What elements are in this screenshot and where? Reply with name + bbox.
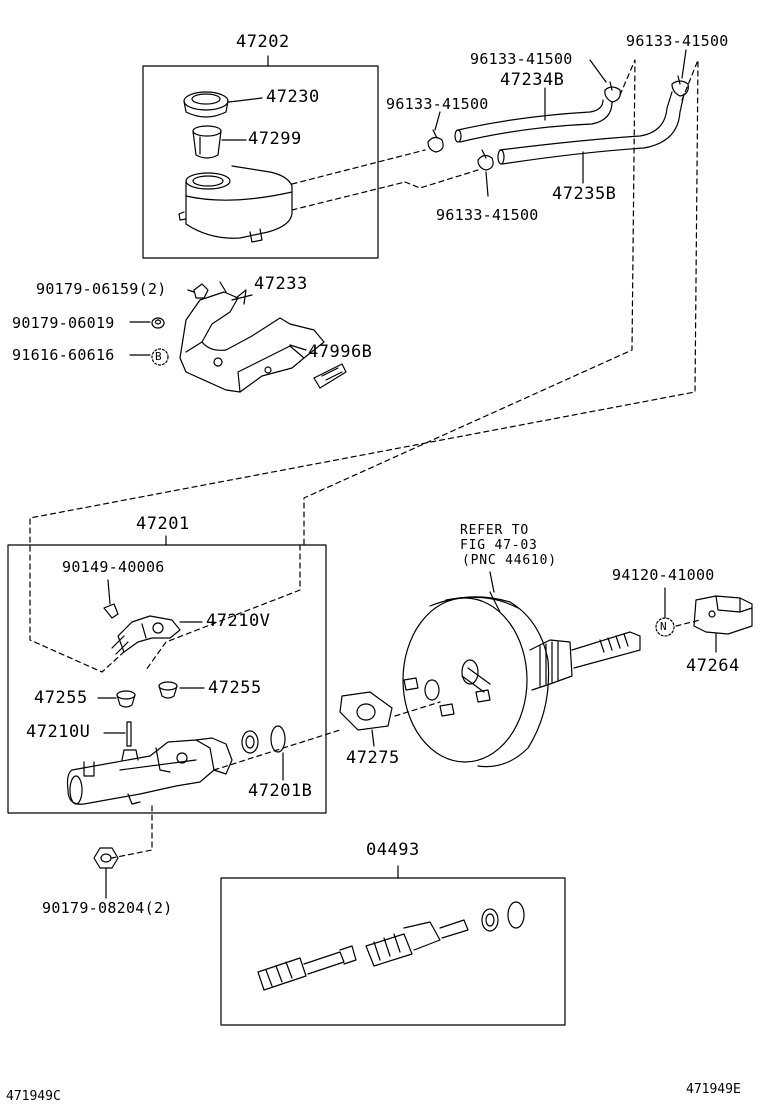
gasket-47275-part[interactable]: [339, 691, 393, 731]
master-cylinder-group-box: [7, 544, 327, 814]
label-04493[interactable]: 04493: [366, 840, 420, 860]
label-47202[interactable]: 47202: [236, 32, 290, 52]
hose-clip-c-part[interactable]: [604, 81, 621, 103]
bracket-47233-part[interactable]: [179, 281, 325, 393]
leader-96133-a: [589, 59, 607, 83]
leader-47230: [228, 97, 263, 103]
seal-47201b-part[interactable]: [241, 725, 286, 754]
leader-90179-06159: [187, 289, 195, 293]
refer-line-3: (PNC 44610): [462, 553, 557, 568]
brake-booster-part[interactable]: [402, 591, 641, 768]
grommet-47255-b-part[interactable]: [158, 681, 178, 699]
reservoir-cap-part[interactable]: [183, 91, 229, 118]
b-marker-circle: [151, 348, 169, 366]
label-90149-40006[interactable]: 90149-40006: [62, 558, 165, 576]
dashed-connectors-top: [29, 59, 699, 673]
strainer-part[interactable]: [192, 125, 222, 159]
hose-clip-a-part[interactable]: [427, 129, 444, 153]
secondary-piston-part[interactable]: [257, 945, 357, 991]
label-47201[interactable]: 47201: [136, 514, 190, 534]
label-90179-08204[interactable]: 90179-08204(2): [42, 899, 173, 917]
label-47234b[interactable]: 47234B: [500, 70, 565, 90]
leader-47275: [371, 729, 375, 747]
nut-90179-08204-part[interactable]: [93, 847, 119, 869]
hose-47234b-part[interactable]: [454, 99, 613, 143]
label-47299[interactable]: 47299: [248, 129, 302, 149]
refer-line-2: FIG 47-03: [460, 538, 538, 553]
label-47235b[interactable]: 47235B: [552, 184, 617, 204]
master-cylinder-part[interactable]: [66, 737, 233, 805]
footer-diagram-id-left: 471949C: [6, 1089, 61, 1104]
label-47230[interactable]: 47230: [266, 87, 320, 107]
label-47264[interactable]: 47264: [686, 656, 740, 676]
label-47233[interactable]: 47233: [254, 274, 308, 294]
leader-47233: [231, 294, 253, 301]
label-94120-41000[interactable]: 94120-41000: [612, 566, 715, 584]
hose-clip-b-part[interactable]: [477, 149, 494, 171]
label-47996b[interactable]: 47996B: [308, 342, 373, 362]
n-marker: N: [660, 620, 668, 633]
hose-47235b-part[interactable]: [497, 91, 685, 165]
bracket-47996b-part[interactable]: [313, 363, 347, 389]
label-47255-a[interactable]: 47255: [34, 688, 88, 708]
union-47210v-part[interactable]: [111, 615, 181, 655]
leader-refer: [489, 571, 495, 593]
label-47255-b[interactable]: 47255: [208, 678, 262, 698]
leader-96133-d: [485, 171, 489, 197]
footer-diagram-id-right: 471949E: [686, 1082, 741, 1097]
pin-47210u-part[interactable]: [126, 721, 132, 747]
nut-90179-06019-part[interactable]: [151, 317, 165, 329]
refer-line-1: REFER TO: [460, 523, 530, 538]
b-marker: B: [155, 350, 163, 363]
reservoir-tank-part[interactable]: [178, 165, 293, 243]
bolt-90179-06159-part[interactable]: [193, 283, 209, 299]
leader-96133-c: [434, 111, 441, 131]
label-96133-41500-c[interactable]: 96133-41500: [386, 95, 489, 113]
label-96133-41500-a[interactable]: 96133-41500: [470, 50, 573, 68]
label-96133-41500-d[interactable]: 96133-41500: [436, 206, 539, 224]
leader-90149-40006: [107, 579, 111, 605]
label-96133-41500-b[interactable]: 96133-41500: [626, 32, 729, 50]
reservoir-group-box: [142, 65, 379, 259]
leader-96133-b: [681, 49, 687, 79]
label-47210v[interactable]: 47210V: [206, 611, 271, 631]
repair-kit-seal-part[interactable]: [481, 901, 525, 932]
leader-47996b: [289, 344, 307, 351]
label-91616-60616[interactable]: 91616-60616: [12, 346, 115, 364]
n-marker-circle: [655, 617, 675, 637]
screw-90149-40006-part[interactable]: [103, 603, 119, 619]
label-47201b[interactable]: 47201B: [248, 781, 313, 801]
label-90179-06019[interactable]: 90179-06019: [12, 314, 115, 332]
label-47275[interactable]: 47275: [346, 748, 400, 768]
clevis-47264-part[interactable]: [693, 595, 753, 635]
dashed-connectors-mid: [111, 619, 701, 859]
primary-piston-part[interactable]: [365, 919, 469, 967]
repair-kit-box: [220, 877, 566, 1026]
label-90179-06159[interactable]: 90179-06159(2): [36, 280, 167, 298]
grommet-47255-a-part[interactable]: [116, 690, 136, 708]
label-47210u[interactable]: 47210U: [26, 722, 91, 742]
hose-clip-d-part[interactable]: [671, 75, 689, 97]
